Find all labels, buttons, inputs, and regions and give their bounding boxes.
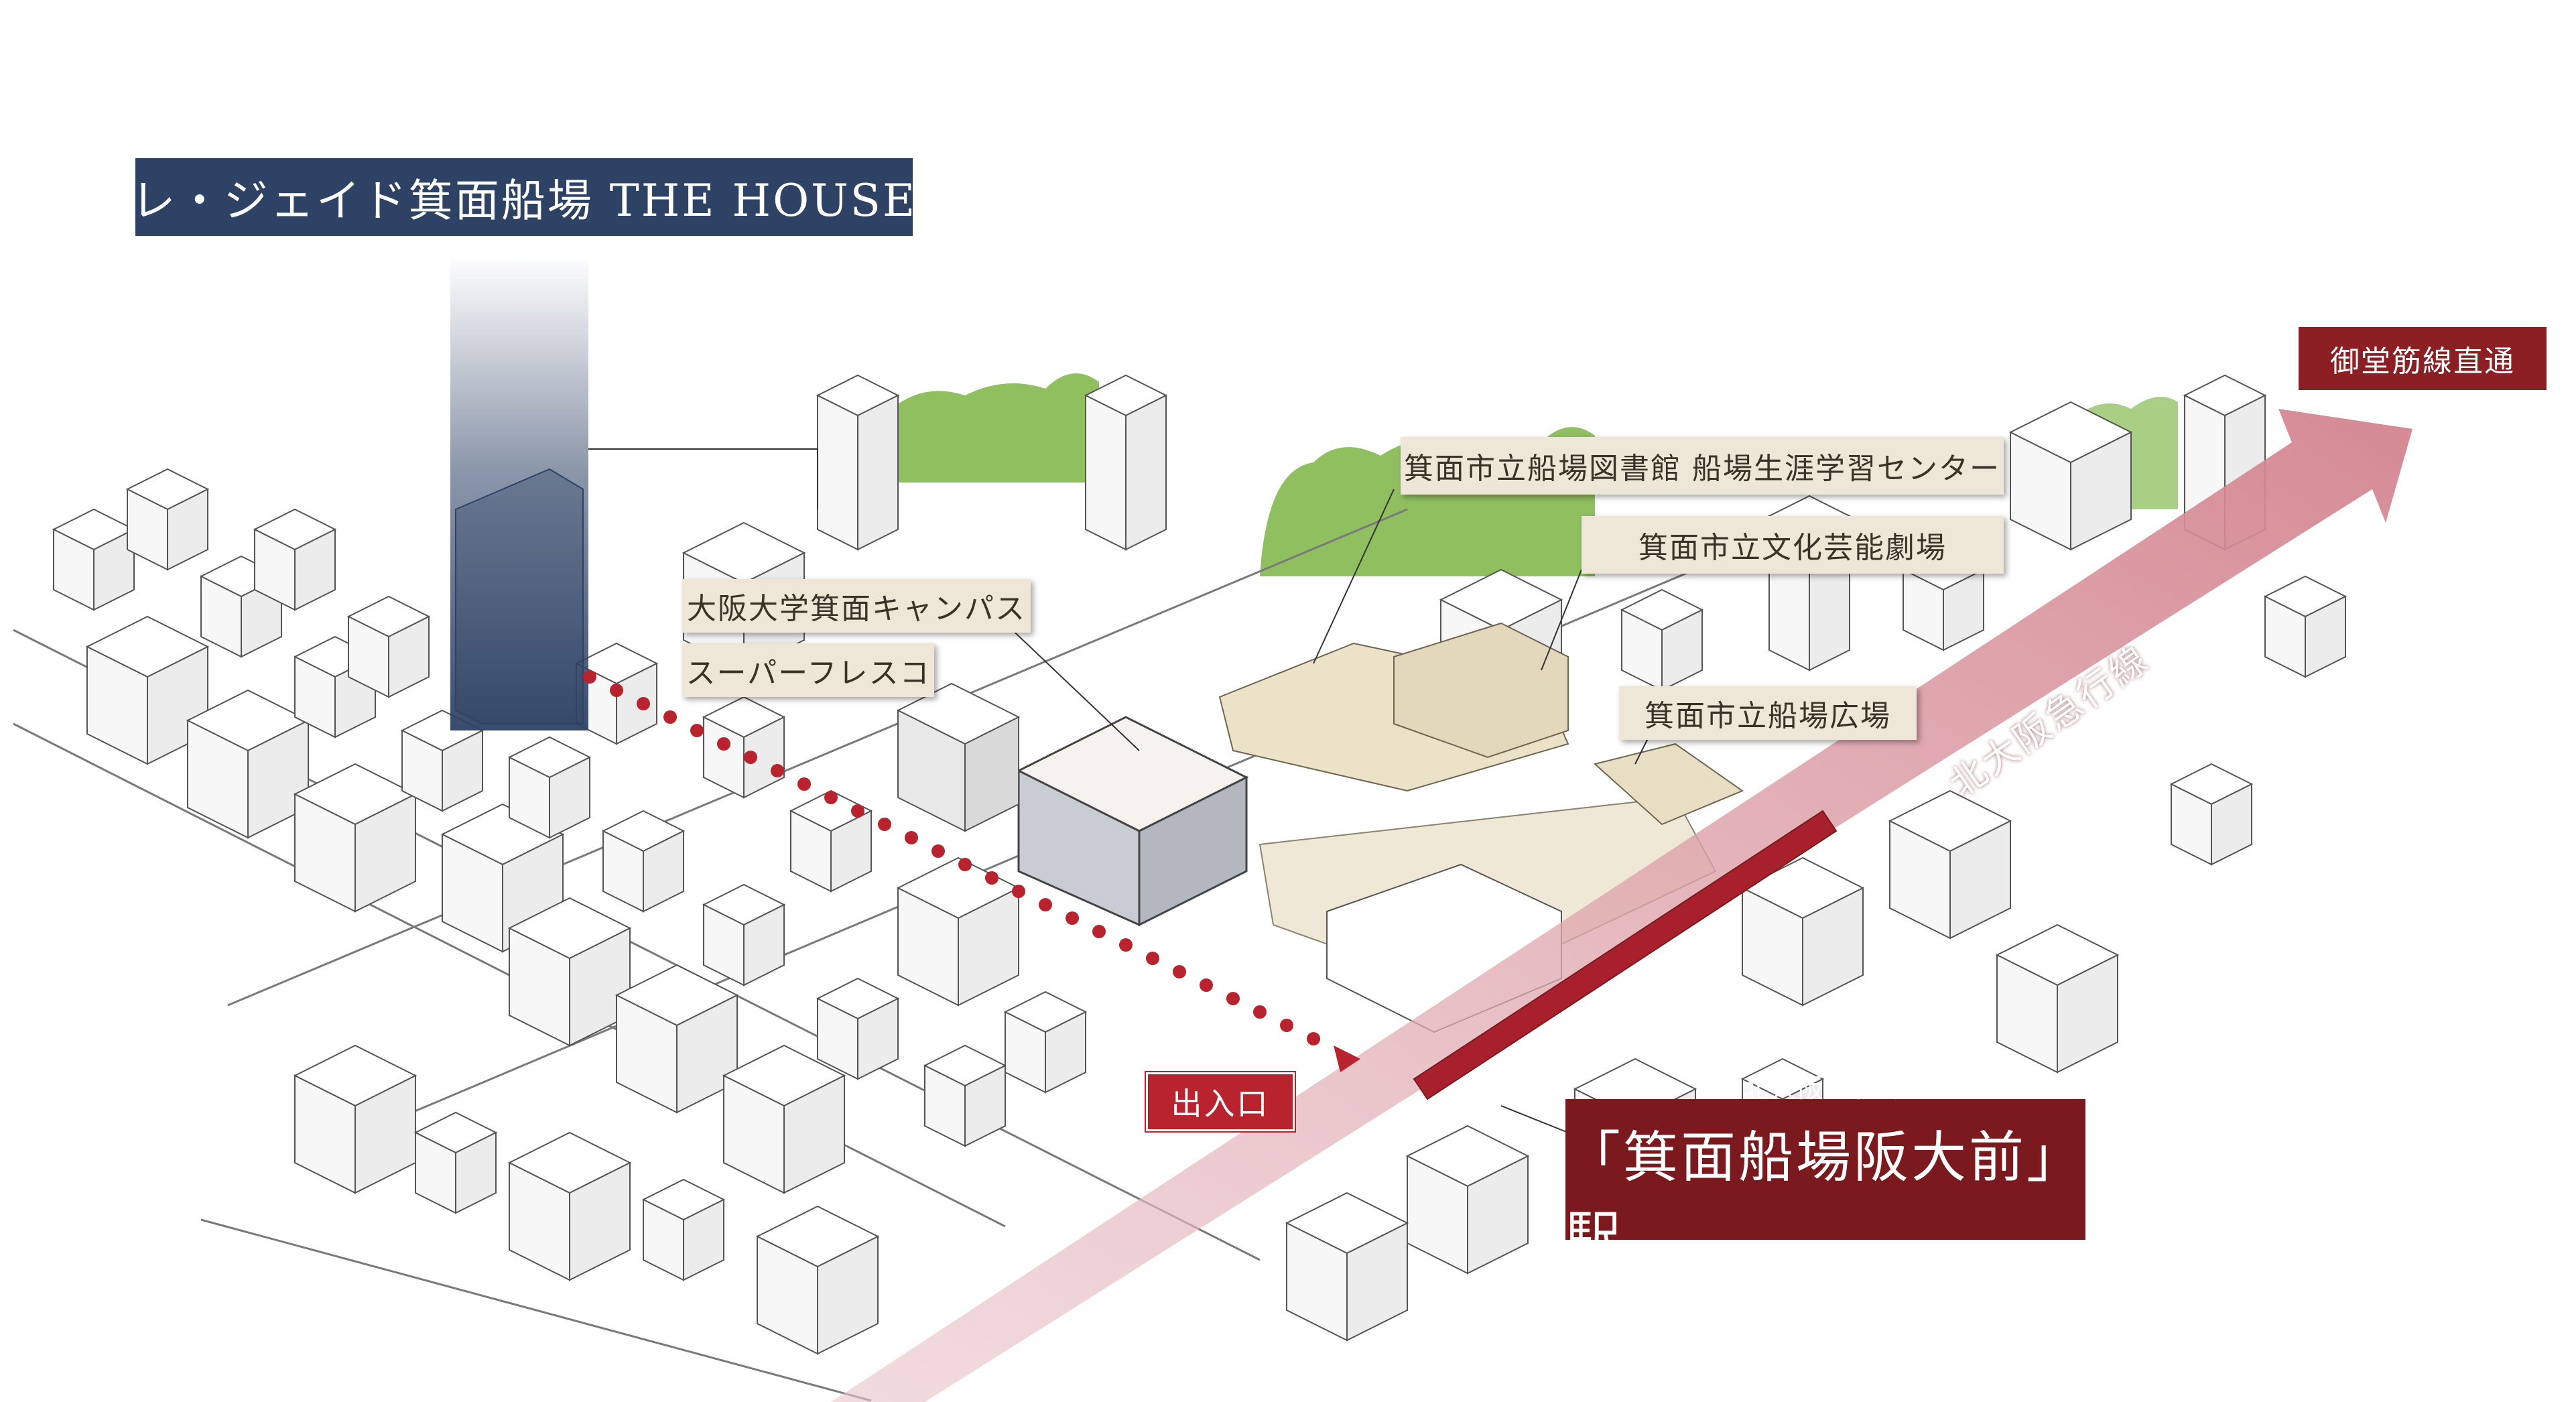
supermarket-label: スーパーフレスコ bbox=[682, 643, 934, 697]
osaka-univ-label: 大阪大学箕面キャンパス bbox=[682, 579, 1031, 633]
theater-label: 箕面市立文化芸能劇場 bbox=[1582, 516, 2004, 574]
station-name: 「箕面船場阪大前」駅 bbox=[1565, 1125, 2085, 1269]
station-line-name: 北大阪急行線 bbox=[1742, 1073, 1908, 1103]
supermarket-building bbox=[896, 682, 1021, 832]
leader-lines bbox=[588, 448, 1649, 1133]
entrance-label: 出入口 bbox=[1145, 1071, 1296, 1133]
rail-line bbox=[831, 409, 2412, 1402]
walking-route bbox=[583, 670, 1360, 1072]
station-label: 北大阪急行線 「箕面船場阪大前」駅 bbox=[1565, 1074, 2085, 1269]
through-service-label: 御堂筋線直通 bbox=[2299, 327, 2547, 390]
plaza-label: 箕面市立船場広場 bbox=[1619, 686, 1917, 740]
library-label: 箕面市立船場図書館 船場生涯学習センター bbox=[1401, 437, 2004, 495]
osaka-univ-building bbox=[1016, 716, 1249, 927]
property-label: レ・ジェイド箕面船場 THE HOUSE bbox=[131, 158, 915, 236]
property-tower bbox=[450, 255, 588, 730]
